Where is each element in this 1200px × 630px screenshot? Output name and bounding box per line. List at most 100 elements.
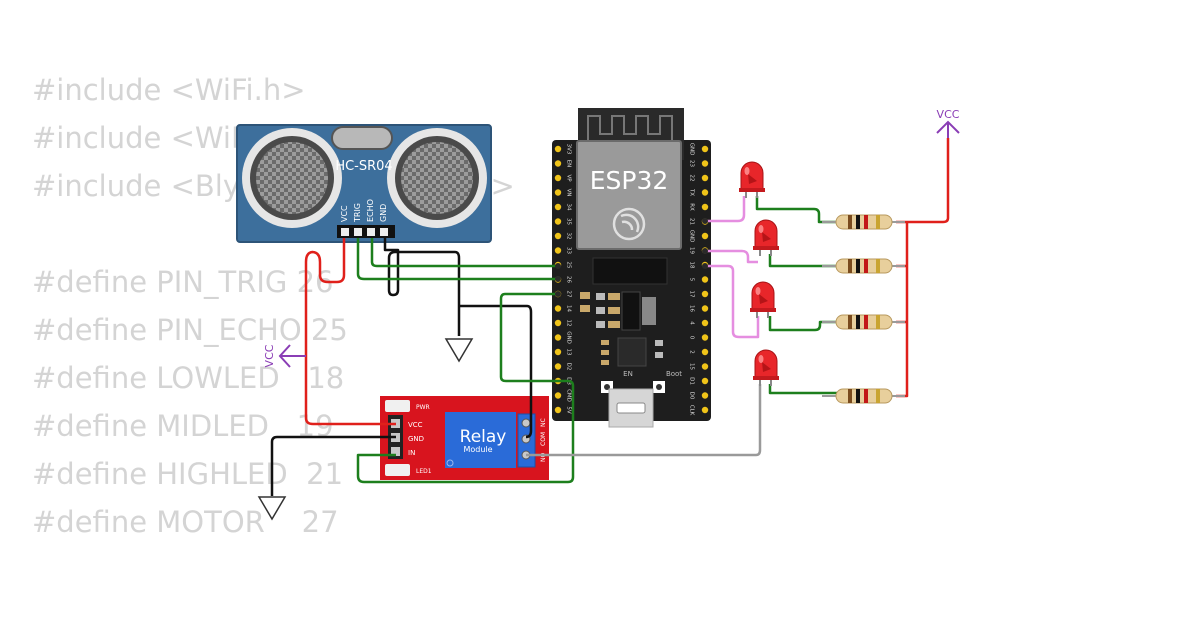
relay-pin-label: IN — [408, 449, 415, 457]
esp32-pin[interactable] — [554, 174, 562, 182]
esp32-pin[interactable] — [554, 189, 562, 196]
ground-symbols — [257, 338, 474, 521]
wire-led1-res — [755, 196, 838, 224]
esp32-pin[interactable] — [701, 334, 709, 341]
relay-subtitle: Module — [463, 445, 492, 454]
wire-relay-in — [356, 292, 575, 484]
esp32-pin[interactable] — [701, 377, 709, 385]
esp32-pin[interactable] — [554, 363, 562, 370]
esp32-pin[interactable] — [554, 247, 562, 254]
led[interactable] — [753, 219, 779, 256]
esp32-pin[interactable] — [554, 319, 562, 327]
esp32-pin[interactable] — [701, 406, 709, 414]
wire-gpio18-led — [705, 264, 760, 339]
esp32-pin-label: 4 — [689, 321, 695, 325]
esp32-pin[interactable] — [554, 406, 562, 414]
esp32-pin[interactable] — [554, 334, 562, 341]
esp32-pin-label: 14 — [566, 305, 572, 312]
esp32-pin[interactable] — [701, 305, 709, 312]
wire-relay-gnd — [270, 435, 396, 496]
esp32-title: ESP32 — [590, 166, 669, 195]
vcc-symbol-right: VCC — [936, 108, 960, 138]
esp32-pin[interactable] — [701, 392, 709, 399]
esp32-pin[interactable] — [701, 348, 709, 356]
esp32-pin[interactable] — [554, 218, 562, 225]
ground-icon — [257, 496, 287, 521]
esp32-chip — [592, 257, 668, 285]
wire-gpio21-led — [705, 196, 746, 223]
resistor[interactable] — [822, 388, 905, 404]
resistor[interactable] — [822, 258, 905, 274]
en-label: EN — [623, 370, 633, 378]
code-line: #define PIN_ECHO 25 — [32, 313, 348, 347]
esp32-pin-label: 5 — [689, 278, 695, 282]
wire-vcc-rail — [896, 138, 950, 398]
resistor[interactable] — [822, 314, 905, 330]
esp32-pin[interactable] — [554, 392, 562, 399]
relay-pin-label: VCC — [408, 421, 423, 429]
ultrasonic-sensor[interactable]: HC-SR04 VCC TRIG ECHO GND — [236, 124, 492, 243]
led[interactable] — [753, 349, 779, 386]
esp32-pin[interactable] — [554, 348, 562, 356]
esp32-pin-label: RX — [689, 203, 695, 211]
relay-module[interactable]: PWR LED1 VCC GND IN Relay Module NO COM … — [380, 396, 549, 480]
relay-pin-label: GND — [408, 435, 424, 443]
esp32-pin-label: 0 — [689, 336, 695, 340]
esp32-pin[interactable] — [701, 145, 709, 153]
esp32-pin-label: 2 — [689, 350, 695, 354]
esp32-pin[interactable] — [701, 160, 709, 167]
esp32-pin[interactable] — [701, 189, 709, 196]
resistor[interactable] — [822, 214, 905, 230]
voltage-regulator — [642, 297, 656, 325]
led[interactable] — [750, 281, 776, 318]
esp32-pin-label: 12 — [566, 320, 572, 327]
wire-echo — [370, 238, 558, 268]
esp32-pin-label: CLK — [689, 405, 695, 416]
esp32-board[interactable]: ESP32 EN Boot 3V3ENVPVN34353233252627141… — [552, 108, 711, 428]
led[interactable] — [739, 161, 765, 198]
led1-label: LED1 — [416, 468, 432, 475]
wires — [270, 138, 950, 496]
pwr-label: PWR — [416, 404, 430, 411]
esp32-pin-label: 34 — [566, 204, 572, 211]
wire-relay-gnd-black — [459, 304, 533, 439]
esp32-pin-label: 13 — [566, 349, 572, 356]
esp32-pin[interactable] — [701, 363, 709, 370]
sensor-pin-label: VCC — [340, 205, 349, 222]
vcc-symbol-left: VCC — [263, 344, 306, 368]
sensor-pin-label: ECHO — [366, 199, 375, 222]
esp32-pin[interactable] — [701, 319, 709, 327]
relay-block — [445, 412, 516, 468]
relay-terminal-label: COM — [540, 432, 547, 446]
boot-label: Boot — [666, 370, 682, 378]
esp32-pin[interactable] — [701, 276, 709, 283]
vcc-label: VCC — [937, 108, 960, 121]
esp32-pin-label: D2 — [566, 363, 572, 371]
wire-sensor-gnd — [383, 238, 461, 336]
esp32-pin-label: D1 — [689, 377, 695, 385]
esp32-pin-label: 5V — [566, 406, 572, 413]
code-line: #include <WiFi.h> — [32, 73, 306, 107]
esp32-pin[interactable] — [554, 232, 562, 240]
esp32-pin[interactable] — [701, 232, 709, 240]
esp32-pin[interactable] — [554, 203, 562, 211]
code-line: #define MOTOR 27 — [32, 505, 339, 539]
relay-title: Relay — [460, 427, 507, 447]
esp32-pin[interactable] — [701, 174, 709, 182]
esp32-pin[interactable] — [554, 305, 562, 312]
esp32-pin[interactable] — [701, 203, 709, 211]
wire-led4-res — [768, 384, 838, 395]
esp32-pin-label: 25 — [566, 262, 572, 269]
pwr-led — [385, 400, 410, 412]
code-line: #define PIN_TRIG 26 — [32, 265, 334, 299]
esp32-pin[interactable] — [701, 290, 709, 298]
esp32-pin-label: EN — [566, 160, 572, 168]
esp32-pin[interactable] — [554, 160, 562, 167]
wire-trig — [356, 238, 558, 281]
esp32-pin[interactable] — [554, 145, 562, 153]
esp32-pin-label: 3V3 — [566, 144, 572, 155]
esp32-pin-label: GND — [689, 143, 695, 156]
esp32-pin-label: D0 — [689, 392, 695, 400]
